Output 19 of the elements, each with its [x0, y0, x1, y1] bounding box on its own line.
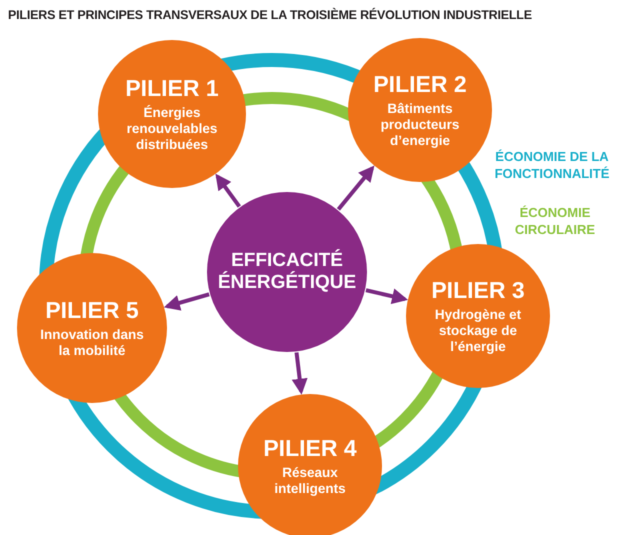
arrow	[365, 288, 408, 304]
ring-label: ÉCONOMIE CIRCULAIRE	[514, 204, 596, 238]
arrow	[292, 352, 308, 395]
arrow	[164, 292, 210, 311]
center-label: EFFICACITÉ ÉNERGÉTIQUE	[218, 250, 356, 294]
pillar-description: Innovation dans la mobilité	[39, 327, 145, 359]
pillar-heading: PILIER 5	[45, 297, 139, 323]
diagram-title: PILIERS ET PRINCIPES TRANSVERSAUX DE LA TROISIÈME RÉVOLUTION INDUSTRIELLE	[8, 8, 532, 22]
ring-label: ÉCONOMIE DE LA FONCTIONNALITÉ	[494, 148, 610, 182]
pillar-heading: PILIER 1	[125, 75, 219, 101]
pillar-heading: PILIER 3	[431, 277, 525, 303]
arrow	[336, 166, 374, 211]
pillar-heading: PILIER 2	[373, 71, 467, 97]
arrow	[215, 174, 241, 208]
pillar-description: Hydrogène et stockage de l’énergie	[434, 307, 522, 355]
pillar-heading: PILIER 4	[263, 435, 357, 461]
pillar-description: Énergies renouvelables distribuées	[126, 105, 218, 153]
pillar-description: Bâtiments producteurs d’energie	[380, 101, 460, 149]
pillar-description: Réseaux intelligents	[273, 465, 347, 497]
